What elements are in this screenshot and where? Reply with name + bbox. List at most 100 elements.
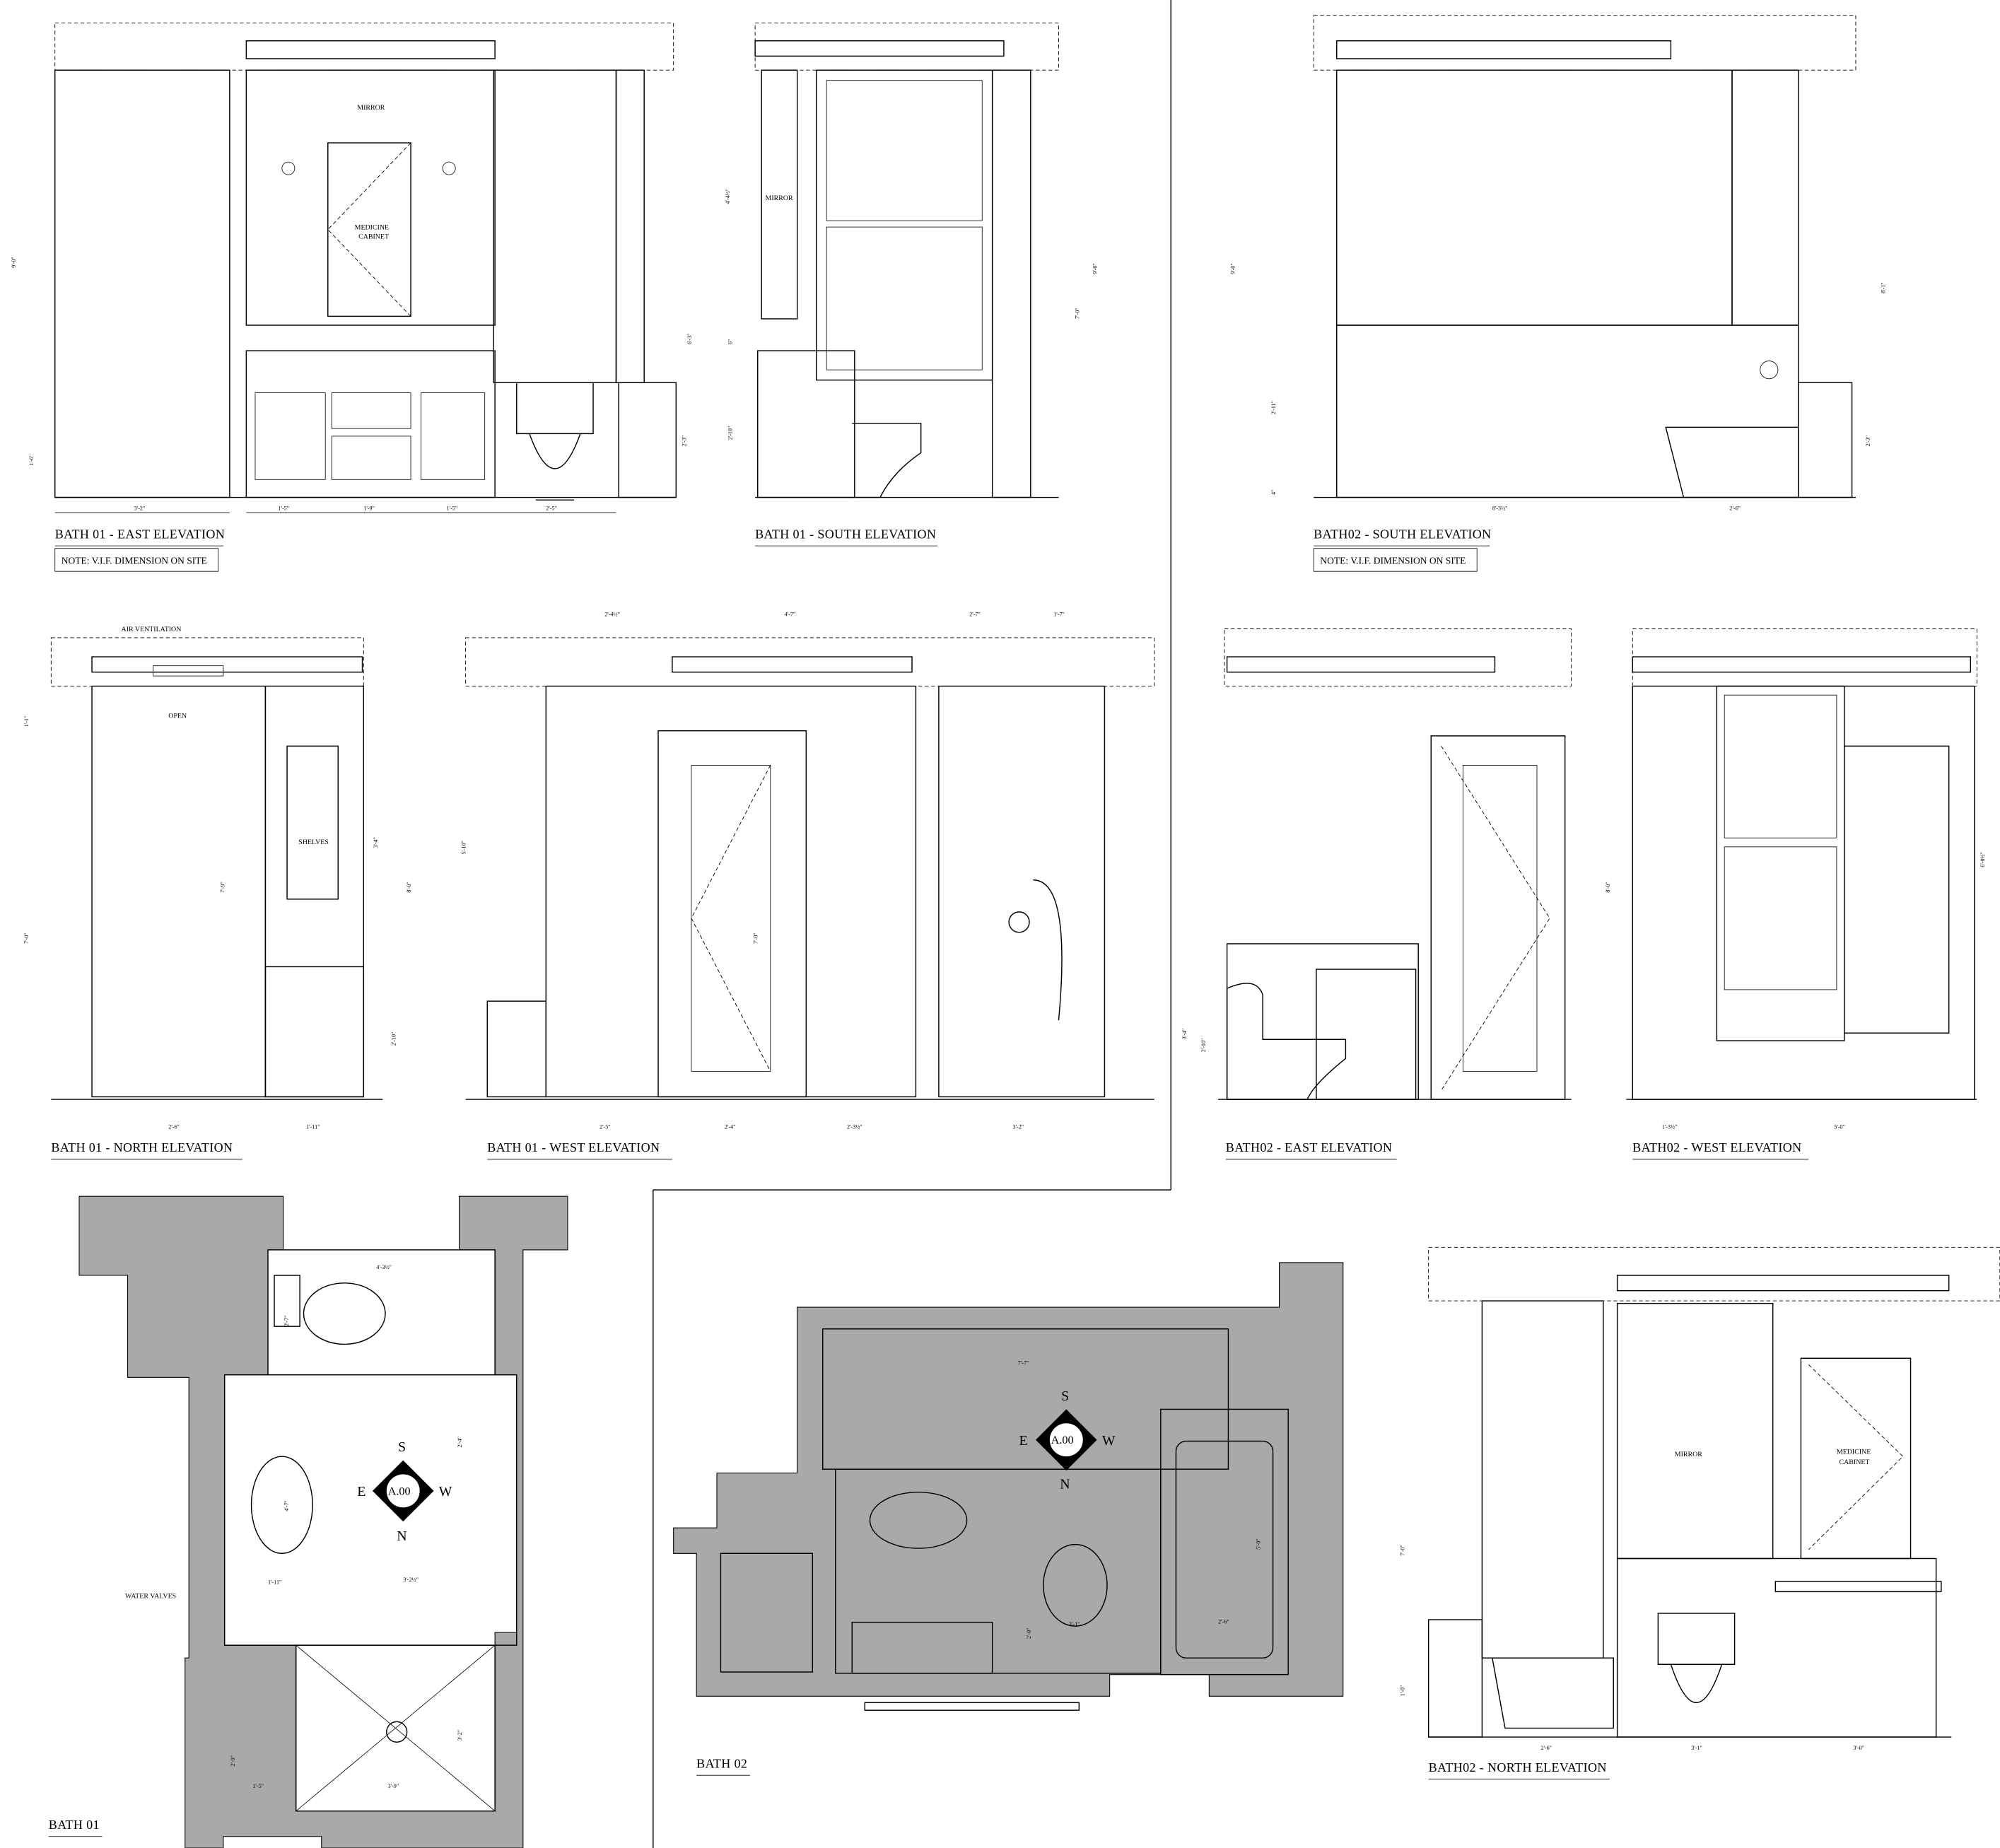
bath02-south-title: BATH02 - SOUTH ELEVATION xyxy=(1314,527,1491,541)
bath01-south-title: BATH 01 - SOUTH ELEVATION xyxy=(755,527,936,541)
compass-north: N xyxy=(1060,1476,1070,1492)
bath02-floor-plan: S E W N A.00 7'-7" 5'-0" 2'-6" 3'-1" 2'-… xyxy=(673,1262,1344,1776)
vif-note: NOTE: V.I.F. DIMENSION ON SITE xyxy=(62,555,207,566)
dimension: 2'-6" xyxy=(1540,1745,1552,1751)
compass-south: S xyxy=(398,1439,406,1455)
dimension: 1'-7" xyxy=(1053,611,1065,617)
air-ventilation-label: AIR VENTILATION xyxy=(122,626,182,633)
dimension: 2'-11" xyxy=(1270,401,1277,414)
dimension: 7'-0" xyxy=(1074,308,1080,319)
dimension: 2'-5" xyxy=(546,505,557,512)
compass-west: W xyxy=(439,1484,452,1499)
dimension: 2'-0" xyxy=(230,1755,236,1767)
medicine-cabinet-label: MEDICINE xyxy=(355,224,389,232)
dimension: 2'-4" xyxy=(457,1437,463,1448)
door xyxy=(1430,735,1566,1100)
dimension: 2'-4" xyxy=(725,1124,736,1130)
dimension: 3'-2" xyxy=(457,1730,463,1741)
bath01-south-elevation: MIRROR 4'-4½" 9'-0" 7'-0" 2'-10" 6" BATH… xyxy=(725,23,1099,546)
bath02-east-title: BATH02 - EAST ELEVATION xyxy=(1226,1140,1393,1154)
dimension: 7'-0" xyxy=(753,932,759,944)
dimension: 9'-0" xyxy=(1092,263,1099,274)
dimension: 5'-0" xyxy=(1256,1538,1262,1550)
mirror xyxy=(1616,1302,1774,1560)
dimension: 4'-7" xyxy=(785,611,796,617)
window xyxy=(816,69,993,381)
dimension: 2'-10" xyxy=(727,426,734,440)
bath01-plan-title: BATH 01 xyxy=(49,1818,100,1832)
bath01-west-elevation: 2'-4½" 4'-7" 2'-7" 1'-7" 2'-5" 2'-4" 2'-… xyxy=(461,611,1155,1160)
compass-south: S xyxy=(1061,1388,1069,1404)
bath02-east-elevation: 3'-4" 2'-10" BATH02 - EAST ELEVATION xyxy=(1181,628,1572,1160)
dimension: 2'-10" xyxy=(390,1032,397,1046)
dimension: 2'-6" xyxy=(168,1124,180,1130)
dimension: 6" xyxy=(727,339,734,344)
mirror xyxy=(245,69,496,326)
mirror-label: MIRROR xyxy=(766,194,793,202)
dimension: 3'-0" xyxy=(1853,1745,1864,1751)
dimension: 7'-0" xyxy=(23,932,30,944)
mirror-label: MIRROR xyxy=(1675,1451,1702,1458)
dimension: 9'-0" xyxy=(1229,263,1236,274)
dimension: 4'-3½" xyxy=(376,1264,392,1270)
compass-east: E xyxy=(1019,1433,1028,1449)
dimension: 2'-3" xyxy=(1865,435,1871,447)
dimension: 7'-9" xyxy=(220,882,226,893)
dimension: 2'-3" xyxy=(682,435,688,447)
bath01-west-title: BATH 01 - WEST ELEVATION xyxy=(487,1140,660,1154)
dimension: 6'-0½" xyxy=(1979,852,1986,867)
dimension: 1'-5" xyxy=(252,1783,264,1789)
compass-rose: S E W N A.00 xyxy=(1019,1388,1116,1492)
dimension: 1'-5" xyxy=(278,505,289,512)
dimension: 2'-6" xyxy=(1218,1618,1229,1625)
dimension: 8'-3½" xyxy=(1492,505,1508,512)
compass-west: W xyxy=(1102,1433,1116,1449)
dimension: 4" xyxy=(1270,490,1277,495)
dimension: 7'-0" xyxy=(1399,1545,1405,1556)
dimension: 1'-9" xyxy=(363,505,375,512)
bath01-east-elevation: MIRROR MEDICINE CABINET 3'-2" 1'-5" 1'-9… xyxy=(11,23,693,572)
dimension: 2'-7" xyxy=(969,611,981,617)
dimension: 4'-7" xyxy=(283,1500,290,1511)
dimension: 2'-10" xyxy=(1200,1039,1207,1053)
mirror xyxy=(761,69,798,320)
bath02-north-title: BATH02 - NORTH ELEVATION xyxy=(1429,1760,1607,1774)
dimension: 8'-0" xyxy=(1605,882,1611,893)
compass-north: N xyxy=(397,1528,407,1544)
mirror-label: MIRROR xyxy=(357,104,385,112)
vif-note-box xyxy=(54,548,219,572)
dimension: 3'-4" xyxy=(373,837,379,848)
sheet-dividers xyxy=(653,0,1171,1848)
dimension: 8'-1" xyxy=(1880,282,1886,293)
vif-note: NOTE: V.I.F. DIMENSION ON SITE xyxy=(1320,555,1466,566)
dimension: 2'-5" xyxy=(600,1124,611,1130)
door xyxy=(657,730,807,1098)
dimension: 8'-0" xyxy=(406,882,412,893)
dimension: 2'-6" xyxy=(1729,505,1741,512)
compass-rose: S E W N A.00 xyxy=(357,1439,452,1544)
dimension: 3'-9" xyxy=(388,1783,399,1789)
dimension: 3'-1" xyxy=(1069,1621,1080,1627)
water-valves-label: WATER VALVES xyxy=(125,1592,176,1600)
dimension: 1'-0" xyxy=(1399,1685,1405,1697)
bath02-west-title: BATH02 - WEST ELEVATION xyxy=(1632,1140,1801,1154)
compass-ref: A.00 xyxy=(1051,1434,1074,1446)
shelves-label: SHELVES xyxy=(298,838,329,846)
dimension: 1'-6" xyxy=(28,455,35,466)
bath01-floor-plan: WATER VALVES S E W N A.00 4'-3½" 2'-7" 2… xyxy=(48,1195,568,1848)
vanity xyxy=(245,350,496,498)
dimension: 2'-4½" xyxy=(604,611,620,617)
dimension: 6'-3" xyxy=(686,333,693,344)
bath01-north-title: BATH 01 - NORTH ELEVATION xyxy=(51,1140,233,1154)
dimension: 1'-1" xyxy=(23,716,30,727)
dimension: 3'-2½" xyxy=(403,1577,419,1583)
medicine-cabinet-label: MEDICINE xyxy=(1837,1449,1871,1456)
vanity xyxy=(264,966,365,1098)
medicine-cabinet xyxy=(327,142,411,317)
compass-ref: A.00 xyxy=(388,1485,411,1497)
bath02-south-elevation: 9'-0" 2'-11" 4" 8'-1" 2'-3" 8'-3½" 2'-6"… xyxy=(1229,15,1886,572)
dimension: 2'-7" xyxy=(283,1316,290,1327)
dimension: 7'-7" xyxy=(1018,1359,1029,1366)
dimension: 3'-4" xyxy=(1181,1029,1188,1040)
